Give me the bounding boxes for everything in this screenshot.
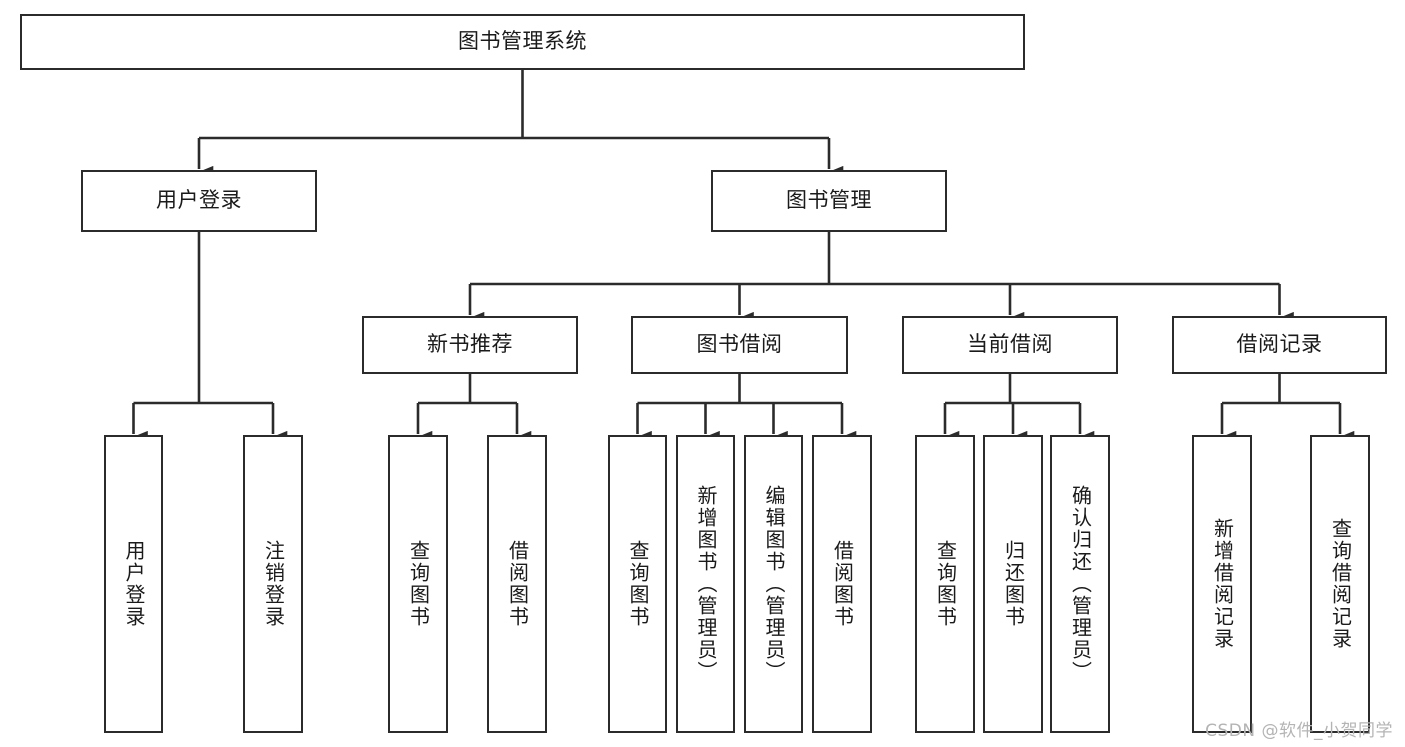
node-root[interactable]: 图书管理系统 [20,14,1025,70]
node-leaf-borrow-book-1[interactable]: 借阅图书 [487,435,547,733]
node-leaf-borrow-book-2[interactable]: 借阅图书 [812,435,872,733]
node-label-user-login: 用户登录 [156,188,242,213]
node-leaf-add-record[interactable]: 新增借阅记录 [1192,435,1252,733]
node-label-new-book-rec: 新书推荐 [427,332,513,357]
node-label-leaf-query-book-1: 查询图书 [406,540,431,628]
node-label-leaf-query-book-2: 查询图书 [626,540,650,628]
node-leaf-edit-book[interactable]: 编辑图书（管理员） [744,435,803,733]
node-current-borrow[interactable]: 当前借阅 [902,316,1118,374]
node-label-leaf-edit-book: 编辑图书（管理员） [762,485,786,683]
node-label-leaf-query-book-3: 查询图书 [933,540,958,628]
node-label-leaf-add-record: 新增借阅记录 [1210,518,1235,650]
node-leaf-query-book-1[interactable]: 查询图书 [388,435,448,733]
node-leaf-user-login[interactable]: 用户登录 [104,435,163,733]
node-label-root: 图书管理系统 [458,29,587,54]
node-label-book-borrow: 图书借阅 [696,332,783,357]
node-book-borrow[interactable]: 图书借阅 [631,316,848,374]
node-label-leaf-add-book: 新增图书（管理员） [694,485,718,683]
node-label-leaf-borrow-book-1: 借阅图书 [505,540,530,628]
node-leaf-query-record[interactable]: 查询借阅记录 [1310,435,1370,733]
node-label-book-manage: 图书管理 [786,188,872,213]
node-leaf-logout[interactable]: 注销登录 [243,435,303,733]
node-leaf-query-book-2[interactable]: 查询图书 [608,435,667,733]
node-label-leaf-user-login: 用户登录 [122,540,146,628]
node-book-manage[interactable]: 图书管理 [711,170,947,232]
node-borrow-record[interactable]: 借阅记录 [1172,316,1387,374]
node-leaf-confirm-ret[interactable]: 确认归还（管理员） [1050,435,1110,733]
node-leaf-query-book-3[interactable]: 查询图书 [915,435,975,733]
node-leaf-return-book[interactable]: 归还图书 [983,435,1043,733]
node-label-leaf-borrow-book-2: 借阅图书 [830,540,855,628]
watermark-label: CSDN @软件_小贺同学 [1205,721,1393,741]
node-label-borrow-record: 借阅记录 [1236,332,1323,357]
node-label-leaf-confirm-ret: 确认归还（管理员） [1068,485,1093,683]
node-label-leaf-query-record: 查询借阅记录 [1328,518,1353,650]
node-label-leaf-logout: 注销登录 [261,540,286,628]
node-label-current-borrow: 当前借阅 [967,332,1053,357]
node-new-book-rec[interactable]: 新书推荐 [362,316,578,374]
node-user-login[interactable]: 用户登录 [81,170,317,232]
node-leaf-add-book[interactable]: 新增图书（管理员） [676,435,735,733]
node-label-leaf-return-book: 归还图书 [1001,540,1026,628]
